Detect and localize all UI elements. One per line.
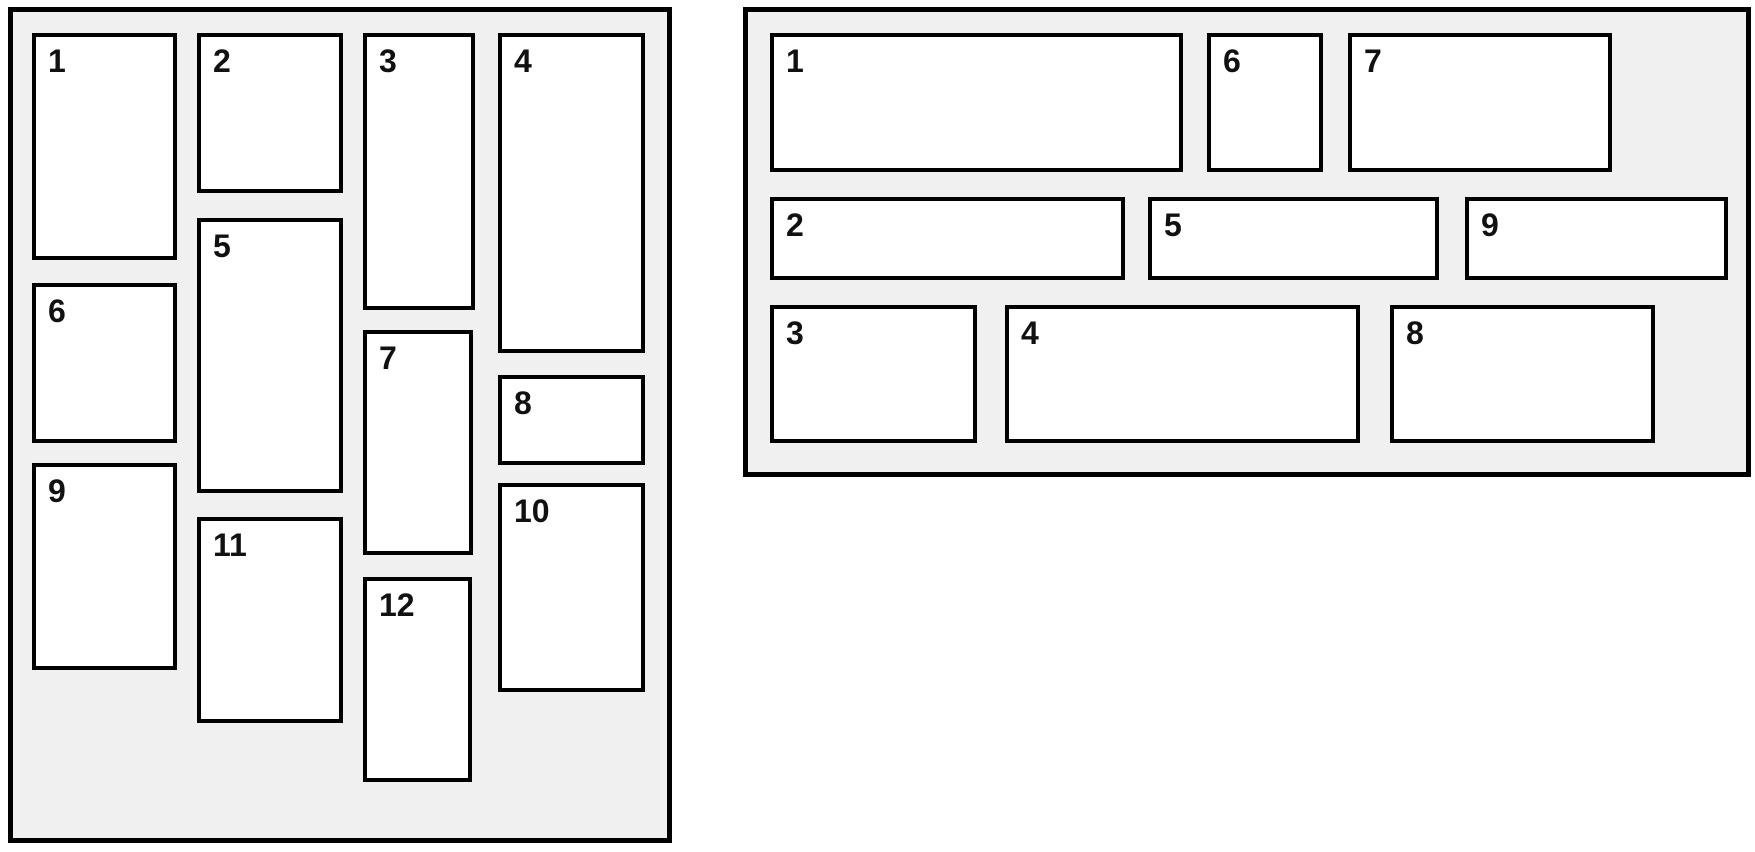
masonry-item-4: 4 (498, 33, 645, 353)
masonry-item-8: 8 (1390, 305, 1655, 443)
masonry-item-9: 9 (1465, 197, 1728, 280)
masonry-item-3: 3 (363, 33, 475, 310)
masonry-item-11: 11 (197, 517, 343, 723)
masonry-item-2: 2 (770, 197, 1125, 280)
masonry-item-9: 9 (32, 463, 177, 670)
masonry-item-5: 5 (1148, 197, 1439, 280)
masonry-item-label: 1 (48, 43, 66, 79)
masonry-item-label: 5 (213, 228, 231, 264)
masonry-item-label: 6 (1223, 43, 1241, 79)
masonry-item-7: 7 (1348, 33, 1612, 172)
masonry-item-1: 1 (770, 33, 1183, 172)
masonry-item-label: 2 (786, 207, 804, 243)
masonry-item-1: 1 (32, 33, 177, 260)
masonry-item-label: 4 (514, 43, 532, 79)
masonry-item-label: 5 (1164, 207, 1182, 243)
masonry-item-label: 1 (786, 43, 804, 79)
masonry-item-4: 4 (1005, 305, 1360, 443)
masonry-item-label: 2 (213, 43, 231, 79)
masonry-item-6: 6 (1207, 33, 1323, 172)
masonry-item-label: 7 (1364, 43, 1382, 79)
masonry-item-3: 3 (770, 305, 977, 443)
masonry-item-label: 12 (379, 587, 415, 623)
masonry-item-8: 8 (498, 375, 645, 465)
masonry-item-label: 3 (786, 315, 804, 351)
masonry-item-label: 4 (1021, 315, 1039, 351)
masonry-item-6: 6 (32, 283, 177, 443)
masonry-item-2: 2 (197, 33, 343, 193)
horizontal-masonry-panel: 1 6 7 2 5 9 3 4 8 (743, 7, 1751, 477)
masonry-item-label: 3 (379, 43, 397, 79)
masonry-item-label: 7 (379, 340, 397, 376)
masonry-item-5: 5 (197, 218, 343, 493)
masonry-item-label: 9 (48, 473, 66, 509)
masonry-item-label: 11 (213, 527, 247, 563)
masonry-item-label: 9 (1481, 207, 1499, 243)
masonry-item-10: 10 (498, 483, 645, 692)
masonry-item-7: 7 (363, 330, 473, 555)
masonry-item-label: 10 (514, 493, 550, 529)
masonry-item-label: 8 (514, 385, 532, 421)
masonry-item-label: 6 (48, 293, 66, 329)
masonry-item-label: 8 (1406, 315, 1424, 351)
masonry-item-12: 12 (363, 577, 472, 782)
